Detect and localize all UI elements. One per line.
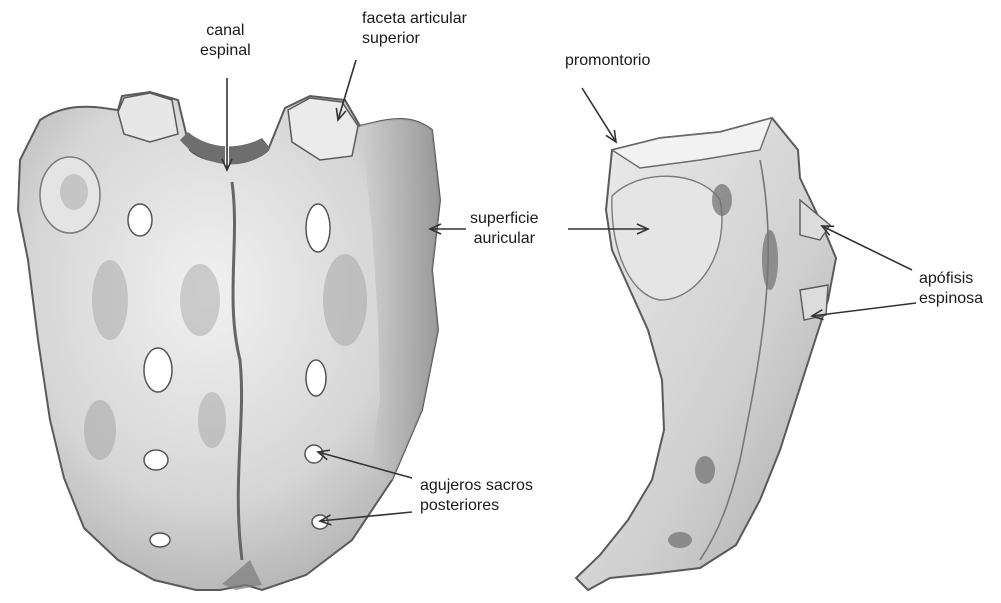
arrow-promontorio bbox=[582, 88, 616, 142]
sacrum-lateral-view bbox=[576, 118, 836, 590]
label-superficie-auricular: superficie auricular bbox=[470, 209, 538, 249]
superior-articular-facet-left bbox=[118, 93, 178, 142]
label-agujeros-sacros-posteriores: agujeros sacros posteriores bbox=[420, 476, 533, 516]
label-canal-espinal: canal espinal bbox=[200, 21, 251, 61]
label-faceta-articular-superior: faceta articular superior bbox=[362, 9, 467, 49]
arrow-apofisis-espinosa-lower bbox=[812, 303, 916, 316]
label-apofisis-espinosa: apófisis espinosa bbox=[919, 269, 983, 309]
label-promontorio: promontorio bbox=[565, 51, 650, 71]
